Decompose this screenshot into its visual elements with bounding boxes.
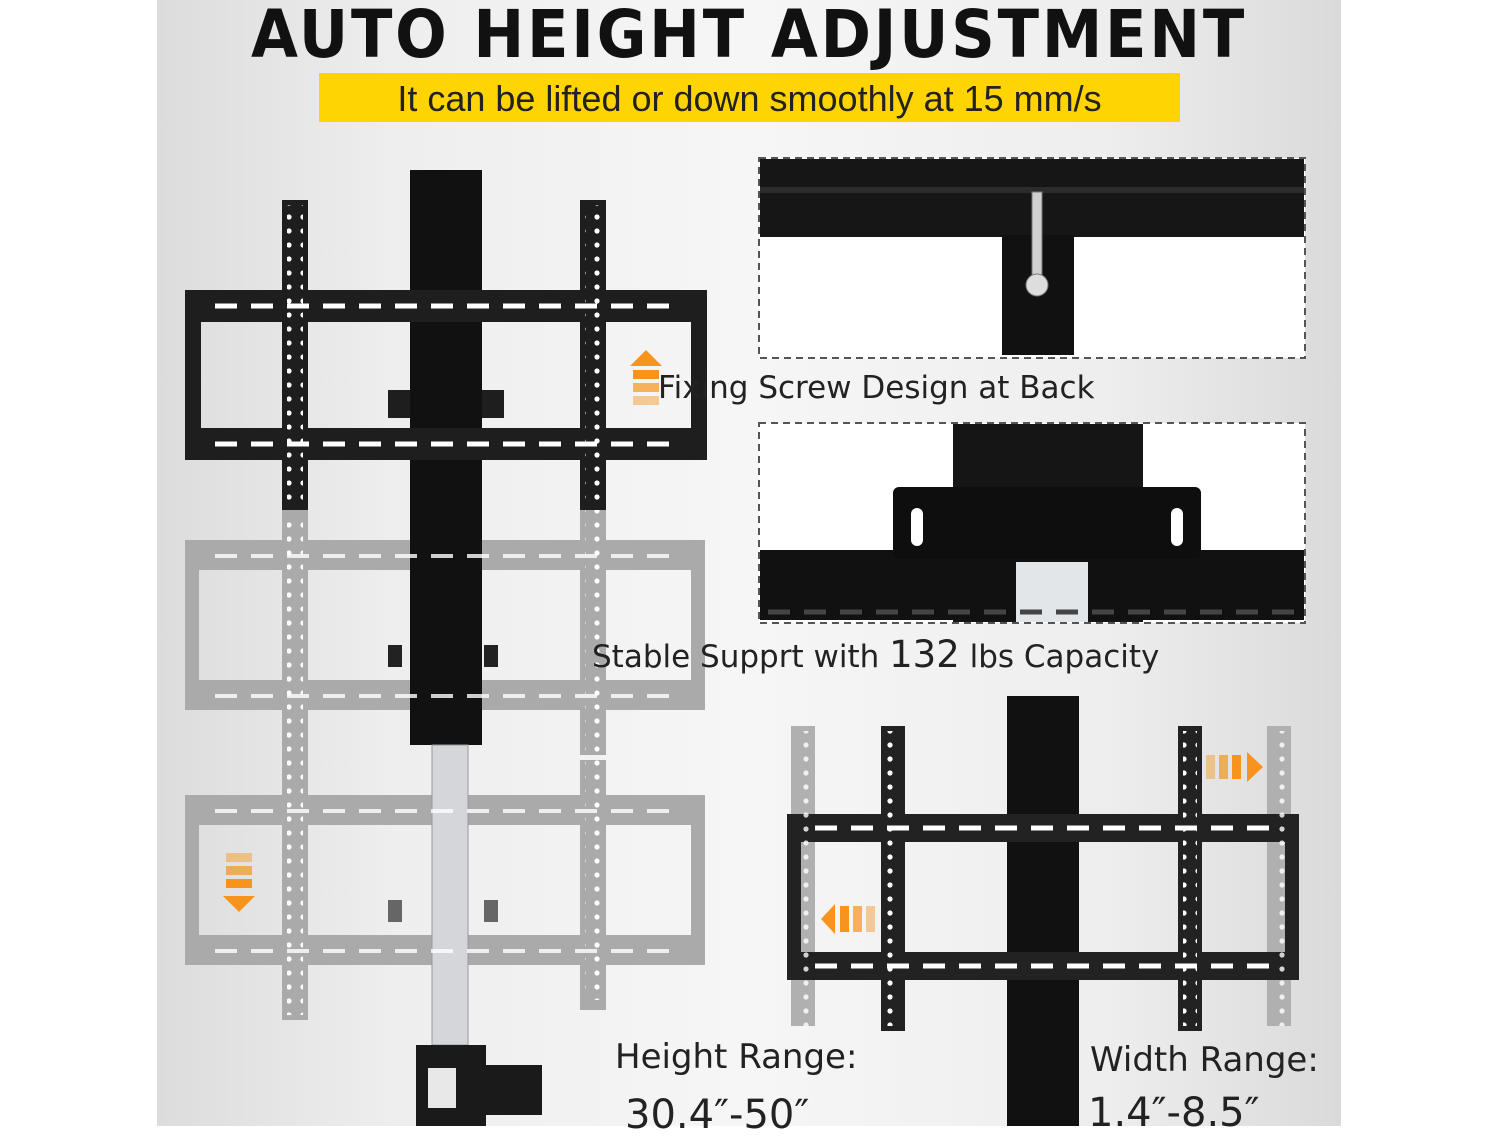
page-title: AUTO HEIGHT ADJUSTMENT	[250, 0, 1248, 73]
detail-stable-support	[758, 422, 1306, 624]
width-illustration	[787, 696, 1299, 1126]
lift-rod	[431, 744, 469, 1046]
stable-support-caption: Stable Supprt with 132 lbs Capacity	[592, 633, 1160, 676]
arrow-left-icon	[821, 904, 875, 934]
height-range-value: 30.4″-50″	[625, 1092, 810, 1138]
subtitle-banner: It can be lifted or down smoothly at 15 …	[319, 73, 1180, 122]
arrow-down-icon	[223, 853, 255, 912]
lift-illustration	[185, 170, 707, 1126]
detail-fixing-screw	[758, 157, 1306, 359]
arrow-right-icon	[1206, 752, 1263, 782]
height-range-label: Height Range:	[615, 1037, 858, 1077]
width-range-label: Width Range:	[1090, 1040, 1319, 1080]
arrow-up-icon	[630, 350, 662, 405]
fixing-screw-caption: Fixing Screw Design at Back	[658, 370, 1095, 406]
width-range-value: 1.4″-8.5″	[1088, 1090, 1260, 1136]
